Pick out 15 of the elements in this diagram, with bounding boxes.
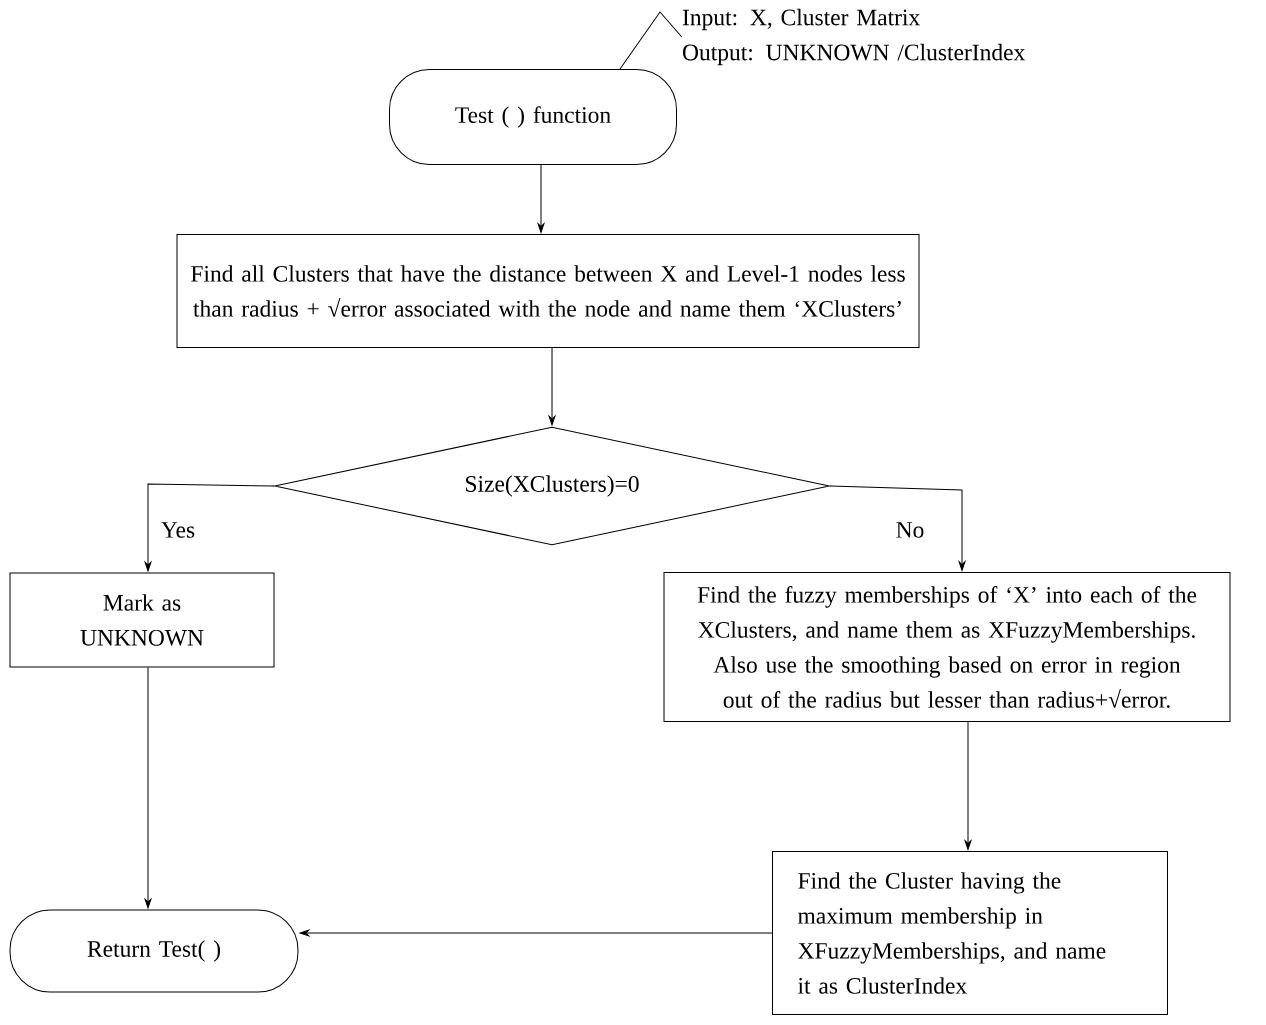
arrow: [144, 667, 152, 909]
arrow: [829, 485, 966, 571]
process-box: Find all Clusters that have the distance between X and Level-1 nodes less than radius + √error associated with the node and name them ‘XClusters’: [176, 234, 920, 348]
edge-label: No: [893, 520, 927, 540]
arrow: [964, 721, 972, 850]
process-box: Find the fuzzy memberships of ‘X’ into each of the XClusters, and name them as XFuzzyMemberships. Also use the smoothing based on error in region out of the radius but lesser than radius+√error.: [663, 572, 1231, 722]
arrow: [548, 347, 556, 426]
process-box: Mark as UNKNOWN: [9, 572, 275, 668]
arrow: [299, 929, 773, 937]
process-box: Find the Cluster having the maximum membership in XFuzzyMemberships, and name it as ClusterIndex: [772, 851, 1168, 1015]
edge-label: Yes: [158, 520, 198, 540]
leader-line: [619, 11, 683, 70]
arrow: [144, 483, 275, 572]
arrow: [537, 164, 545, 233]
annotation-text: Input: X, Cluster Matrix Output: UNKNOWN /ClusterIndex: [682, 8, 1026, 66]
